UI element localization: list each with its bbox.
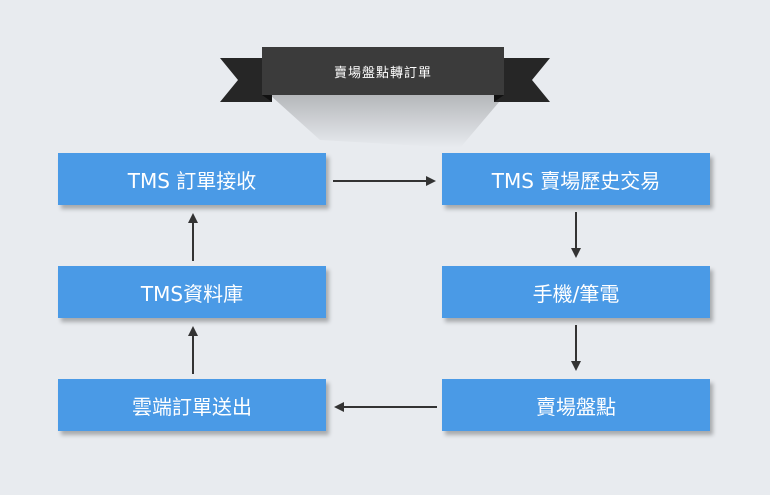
node-mobile-notebook: 手機/筆電 (442, 266, 710, 318)
banner-title: 賣場盤點轉訂單 (333, 65, 432, 81)
arrow-down-right-1 (571, 212, 581, 258)
node-tms-database: TMS資料庫 (58, 266, 326, 318)
node-tms-order-receive: TMS 訂單接收 (58, 153, 326, 205)
ribbon-shadow (270, 95, 505, 148)
title-ribbon (220, 47, 550, 148)
ribbon-tail-right (494, 58, 550, 102)
arrow-down-right-2 (571, 325, 581, 371)
arrow-right-top (333, 176, 436, 186)
arrow-up-left-1 (188, 326, 198, 374)
ribbon-fold-right (494, 95, 504, 102)
node-cloud-order-send: 雲端訂單送出 (58, 379, 326, 431)
node-store-inventory: 賣場盤點 (442, 379, 710, 431)
ribbon-band (262, 47, 504, 95)
ribbon-fold-left (262, 95, 272, 102)
arrow-up-left-2 (188, 213, 198, 261)
ribbon-tail-left (220, 58, 272, 102)
node-tms-store-history: TMS 賣場歷史交易 (442, 153, 710, 205)
arrow-left-bottom (334, 402, 437, 412)
